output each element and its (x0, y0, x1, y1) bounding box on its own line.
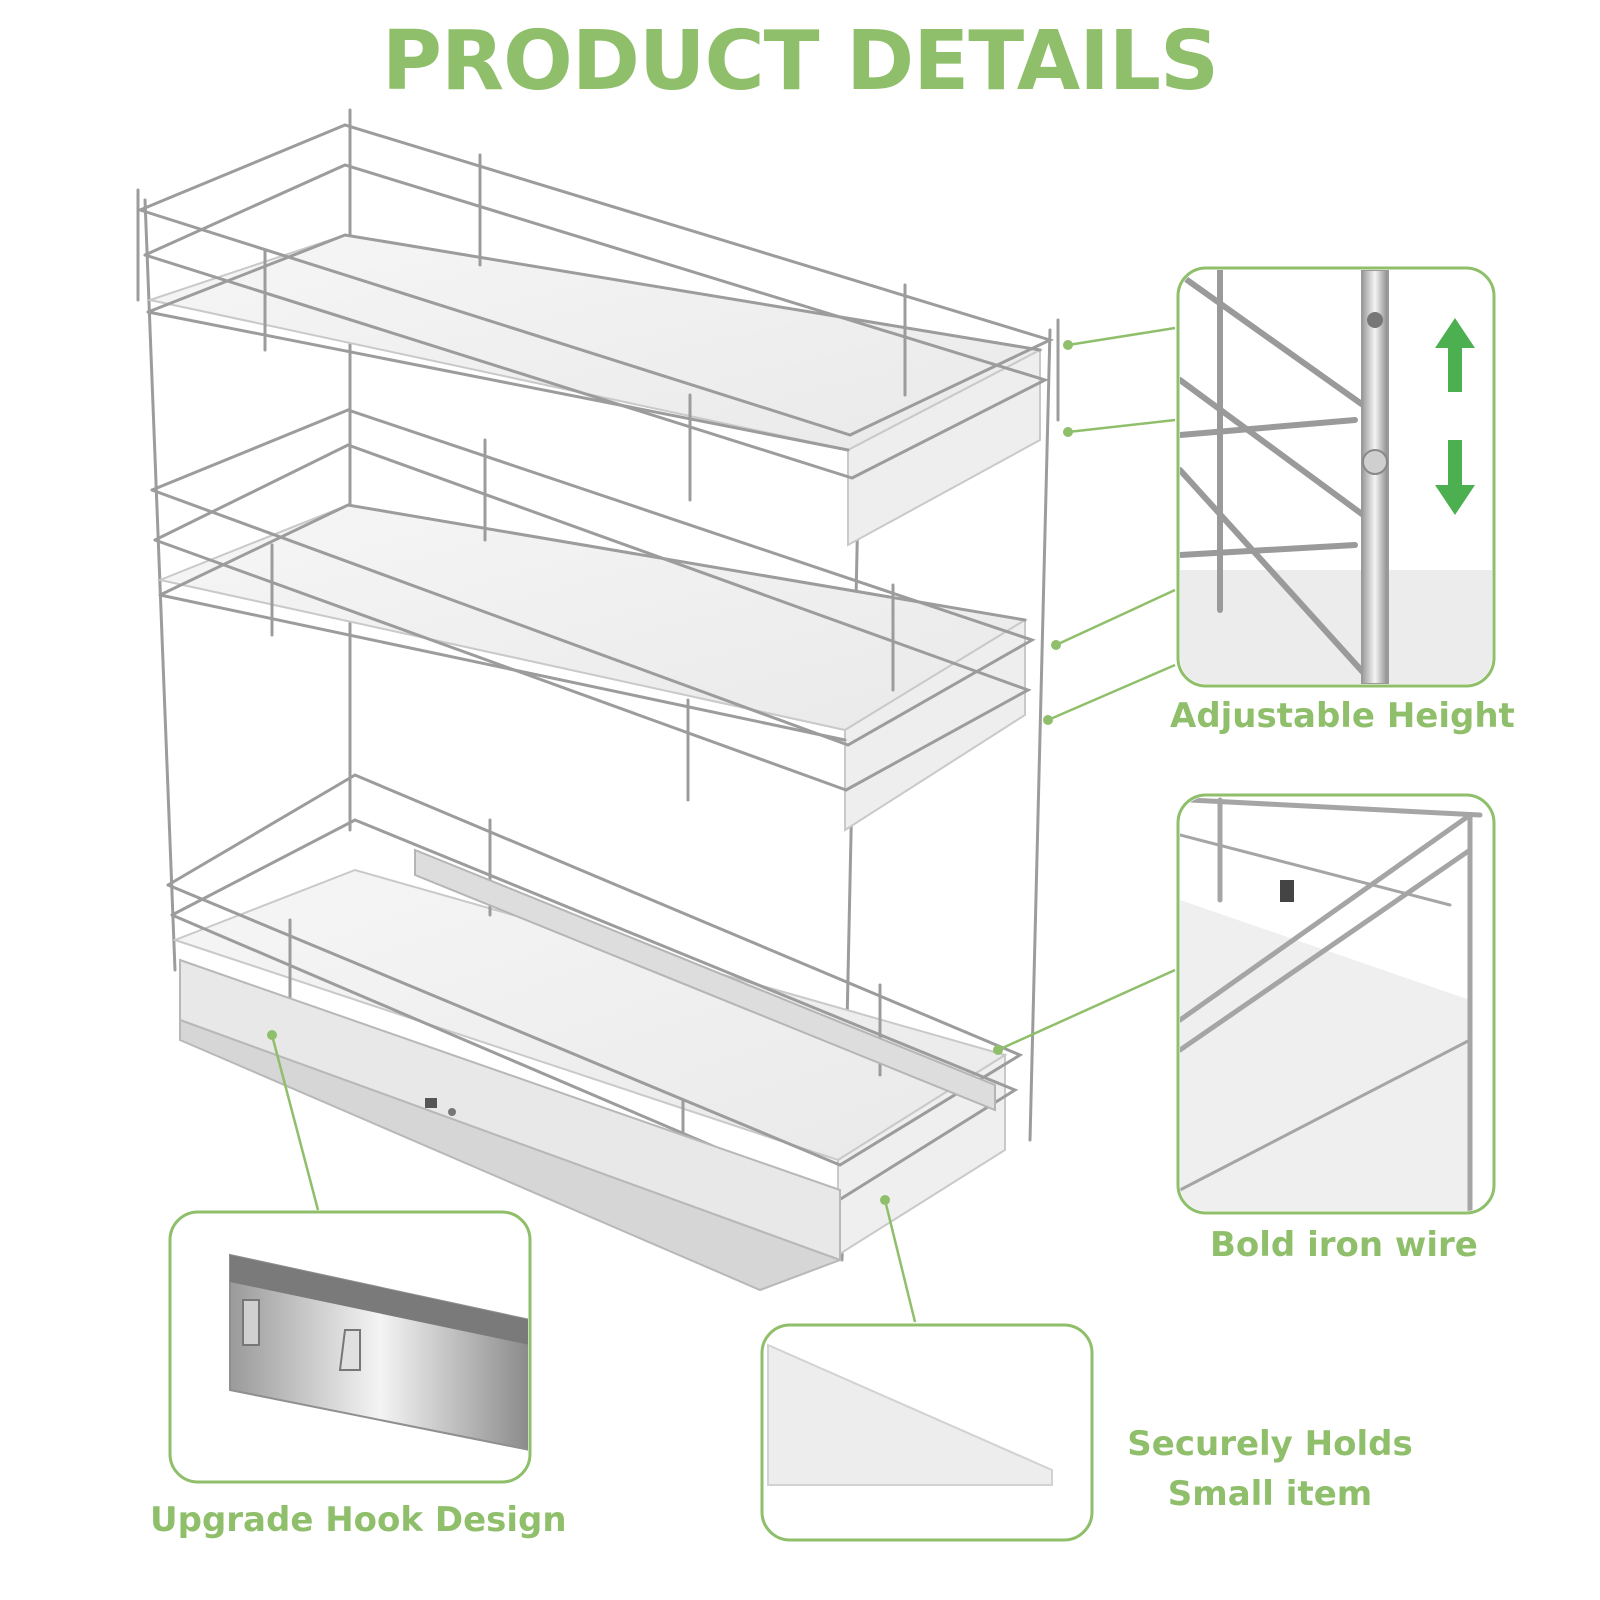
secure-hold-label-line2: Small item (1167, 1474, 1373, 1514)
detail-secure-hold (760, 1323, 1094, 1542)
adjustable-height-label: Adjustable Height (1170, 696, 1515, 736)
page-title: PRODUCT DETAILS (381, 14, 1219, 109)
detail-upgrade-hook (168, 1210, 532, 1484)
base-slide-plate (179, 958, 843, 1292)
pull-out-rack (136, 108, 1060, 1292)
shelf-bottom (166, 773, 1024, 1257)
shelf-top (138, 123, 1055, 547)
bold-iron-wire-label: Bold iron wire (1210, 1225, 1478, 1265)
adjust-arrows-icon (1435, 318, 1475, 515)
detail-adjustable-height (1176, 266, 1496, 688)
secure-hold-label-line1: Securely Holds (1127, 1424, 1413, 1464)
upgrade-hook-label: Upgrade Hook Design (150, 1500, 567, 1540)
callout-lines (267, 326, 1176, 1323)
detail-bold-iron-wire (1176, 793, 1496, 1215)
shelf-middle (150, 408, 1036, 832)
